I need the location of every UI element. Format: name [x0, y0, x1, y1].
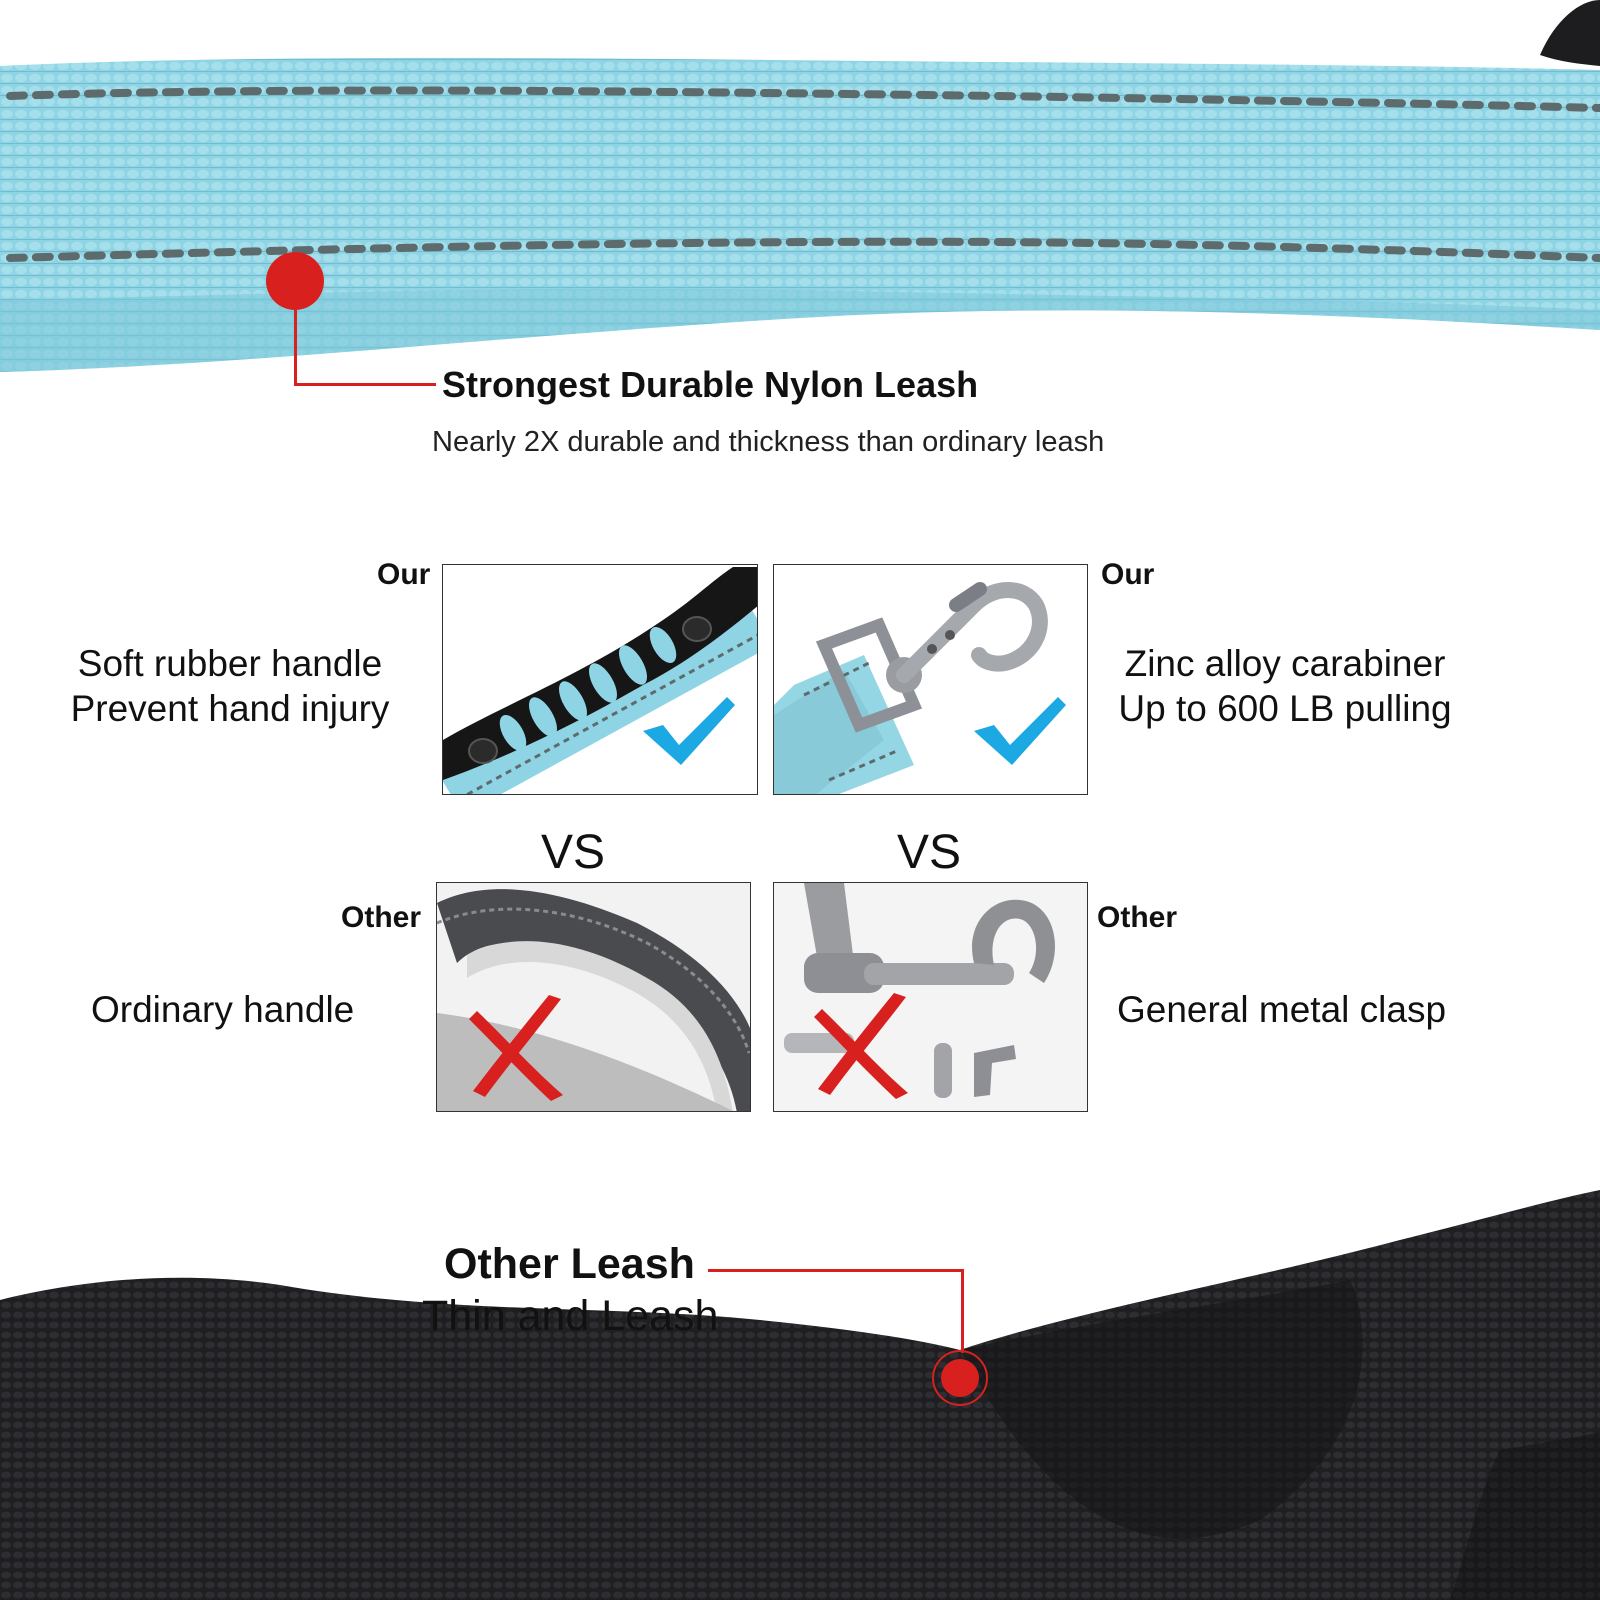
clasp-other-description: General metal clasp — [1117, 989, 1447, 1030]
clasp-vs-label: VS — [897, 826, 962, 879]
cross-icon — [810, 991, 920, 1101]
our-rubber-handle-image — [442, 564, 758, 795]
callout-dot — [266, 252, 324, 310]
cross-icon — [465, 993, 575, 1103]
handle-vs-label: VS — [541, 826, 606, 879]
clasp-our-line1: Zinc alloy carabiner — [1124, 643, 1446, 684]
handle-our-description: Soft rubber handle Prevent hand injury — [0, 641, 460, 731]
handle-our-line2: Prevent hand injury — [70, 688, 390, 729]
callout-line-vertical — [294, 310, 297, 386]
bottom-leash-subtitle: Thin and Leash — [422, 1292, 719, 1340]
callout-line-horizontal — [294, 383, 436, 386]
callout-dot — [941, 1359, 979, 1397]
our-carabiner-image — [773, 564, 1088, 795]
callout-dot-ring — [932, 1350, 988, 1406]
clasp-our-label: Our — [1101, 558, 1155, 591]
handle-our-label: Our — [377, 558, 431, 591]
general-metal-clasp-image — [773, 882, 1088, 1112]
handle-other-description: Ordinary handle — [91, 989, 355, 1030]
clasp-other-label: Other — [1097, 901, 1178, 934]
check-icon — [641, 693, 737, 767]
blue-nylon-leash-image — [0, 0, 1600, 380]
check-icon — [972, 693, 1068, 767]
bottom-leash-title: Other Leash — [444, 1240, 695, 1288]
clasp-our-line2: Up to 600 LB pulling — [1118, 688, 1452, 729]
handle-our-line1: Soft rubber handle — [77, 643, 383, 684]
black-nylon-leash-image — [0, 1190, 1600, 1600]
clasp-our-description: Zinc alloy carabiner Up to 600 LB pullin… — [1095, 641, 1475, 731]
top-leash-title: Strongest Durable Nylon Leash — [442, 364, 979, 405]
handle-other-label: Other — [341, 901, 422, 934]
callout-line-horizontal — [708, 1269, 963, 1272]
ordinary-handle-image — [436, 882, 751, 1112]
callout-line-vertical — [961, 1269, 964, 1353]
top-leash-subtitle: Nearly 2X durable and thickness than ord… — [432, 426, 1105, 458]
